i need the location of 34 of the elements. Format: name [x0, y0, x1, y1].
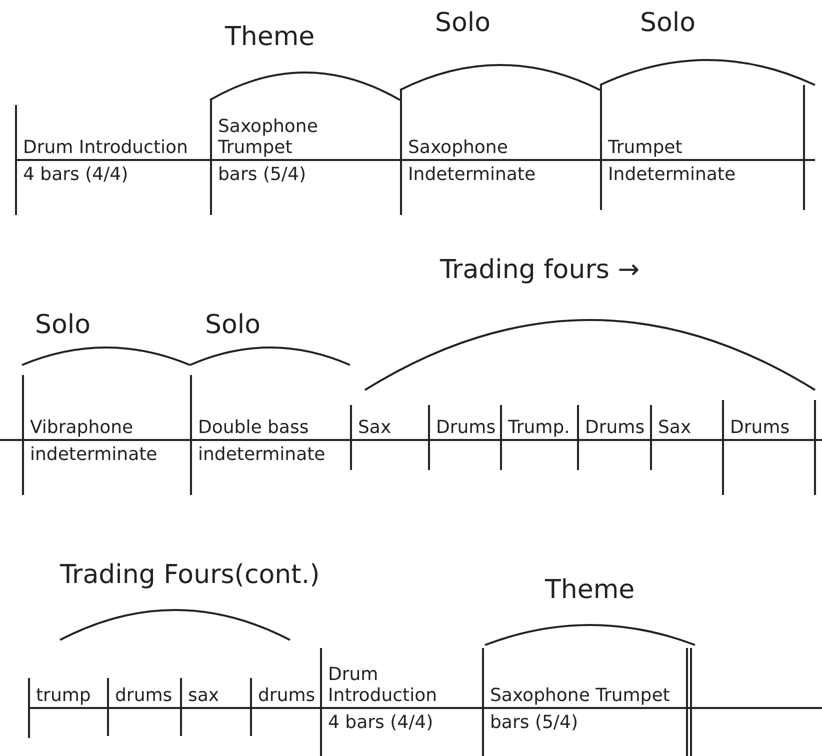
section-label: Solo	[640, 8, 696, 38]
instrument-text: Drums	[585, 417, 645, 438]
instrument-text: Double bass	[198, 417, 309, 438]
instrument-text: drums	[115, 685, 172, 706]
instrument-text: Saxophone Trumpet	[490, 685, 670, 706]
instrument-text: Sax	[658, 417, 692, 438]
instrument-text: Drum Introduction	[23, 137, 188, 158]
section-label: Trading fours →	[440, 255, 640, 285]
section-label: Theme	[545, 575, 635, 605]
section-label: Theme	[225, 22, 315, 52]
instrument-text: Saxophone Trumpet	[218, 116, 319, 158]
section-label: Trading Fours(cont.)	[60, 560, 320, 590]
section-label: Solo	[35, 310, 91, 340]
instrument-text: drums	[258, 685, 316, 706]
instrument-text: Vibraphone	[30, 417, 134, 438]
instrument-text: Drums	[730, 417, 790, 438]
instrument-text: Trump.	[508, 417, 570, 438]
duration-text: bars (5/4)	[490, 712, 578, 733]
instrument-text: trump	[36, 685, 91, 706]
duration-text: 4 bars (4/4)	[23, 164, 128, 185]
duration-text: Indeterminate	[608, 164, 736, 185]
instrument-text: Saxophone	[408, 137, 508, 158]
instrument-text: Sax	[358, 417, 392, 438]
duration-text: Indeterminate	[408, 164, 536, 185]
duration-text: indeterminate	[30, 444, 158, 465]
section-label: Solo	[435, 8, 491, 38]
instrument-text: sax	[188, 685, 220, 706]
instrument-text: Trumpet	[608, 137, 682, 158]
duration-text: indeterminate	[198, 444, 326, 465]
duration-text: 4 bars (4/4)	[328, 712, 434, 733]
section-label: Solo	[205, 310, 261, 340]
instrument-text: Drum Introduction	[328, 664, 438, 706]
instrument-text: Drums	[436, 417, 496, 438]
duration-text: bars (5/4)	[218, 164, 306, 185]
